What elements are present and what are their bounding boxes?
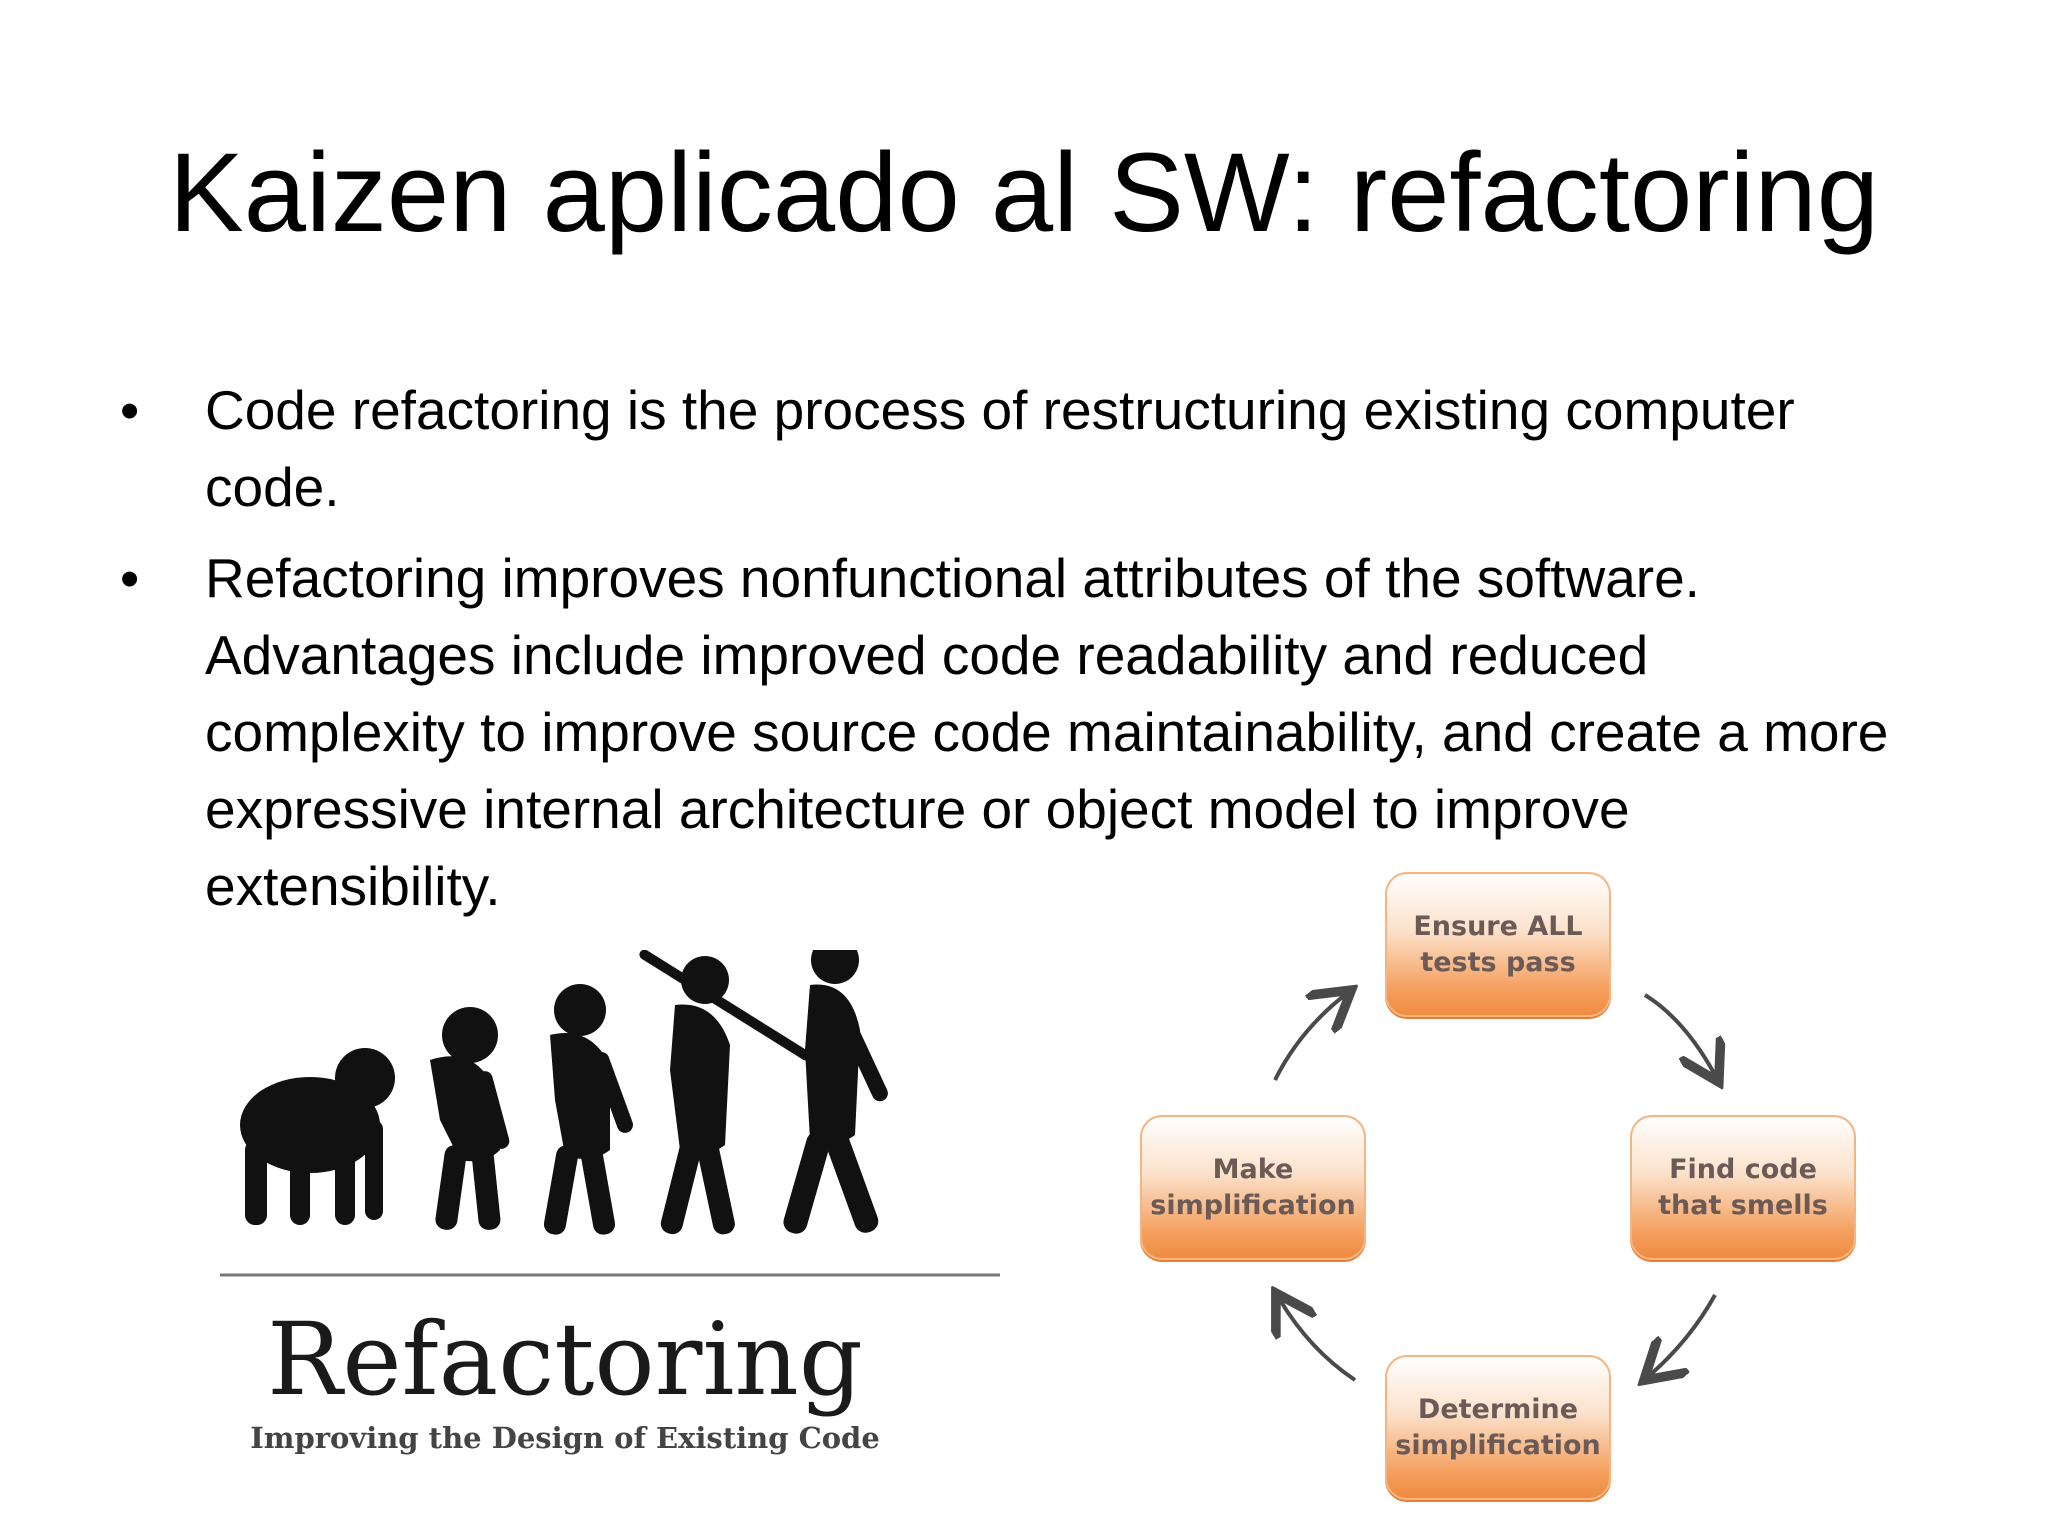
bullet-text: Refactoring improves nonfunctional attri…: [205, 547, 1889, 917]
caveman-silhouette: [639, 950, 811, 1235]
cycle-step-label: Ensure ALL tests pass: [1413, 910, 1583, 978]
bullet-symbol: •: [120, 547, 140, 609]
cycle-arrows: [1130, 860, 1890, 1520]
cycle-step-determine: Determine simplification: [1385, 1355, 1611, 1500]
cycle-step-make-simplification: Make simplification: [1140, 1115, 1366, 1260]
cycle-step-ensure-tests: Ensure ALL tests pass: [1385, 872, 1611, 1017]
hominid-silhouette: [543, 984, 633, 1235]
book-title: Refactoring: [267, 1301, 863, 1418]
evolution-silhouettes-image: [220, 950, 1000, 1277]
early-hominid-silhouette: [430, 1007, 510, 1230]
bullet-list: • Code refactoring is the process of res…: [120, 372, 1920, 939]
slide-title: Kaizen aplicado al SW: refactoring: [169, 130, 1879, 255]
arrow-down-right-icon: [1643, 993, 1715, 1075]
ape-silhouette: [240, 1048, 395, 1225]
cycle-step-label: Make simplification: [1150, 1153, 1356, 1221]
cycle-step-label: Determine simplification: [1395, 1393, 1601, 1461]
bullet-item: • Refactoring improves nonfunctional att…: [120, 540, 1920, 925]
refactoring-cycle-diagram: Ensure ALL tests pass Find code that sme…: [1130, 860, 1890, 1520]
bullet-text: Code refactoring is the process of restr…: [205, 379, 1795, 518]
arrow-down-left-icon: [1650, 1294, 1717, 1375]
arrow-up-right-icon: [1273, 995, 1345, 1081]
bullet-item: • Code refactoring is the process of res…: [120, 372, 1920, 526]
human-silhouette: [783, 950, 888, 1234]
book-subtitle: Improving the Design of Existing Code: [250, 1421, 880, 1455]
arrow-up-left-icon: [1280, 1300, 1357, 1382]
cycle-step-label: Find code that smells: [1658, 1153, 1828, 1221]
cycle-step-find-code: Find code that smells: [1630, 1115, 1856, 1260]
bullet-symbol: •: [120, 379, 140, 441]
refactoring-book-cover: Refactoring Improving the Design of Exis…: [215, 950, 1005, 1470]
